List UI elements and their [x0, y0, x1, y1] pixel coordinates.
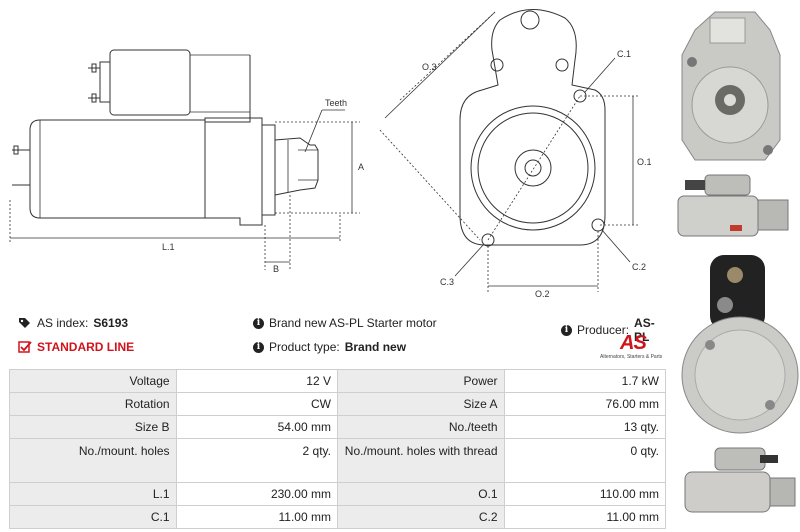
spec-label: O.1	[336, 482, 505, 506]
spec-label: C.1	[9, 505, 177, 529]
as-index-row: AS index: S6193	[18, 316, 128, 330]
spec-label: No./mount. holes	[9, 438, 177, 483]
spec-value: 110.00 mm	[503, 482, 667, 506]
spec-value: 2 qty.	[175, 438, 338, 483]
standard-line-row: STANDARD LINE	[18, 340, 134, 354]
spec-value: 54.00 mm	[175, 415, 338, 439]
table-row: Rotation CW Size A 76.00 mm	[9, 392, 667, 416]
spec-label: Voltage	[9, 369, 177, 393]
spec-value: 1.7 kW	[503, 369, 667, 393]
tag-icon	[19, 318, 30, 328]
label-c1: C.1	[617, 49, 631, 59]
table-row: Voltage 12 V Power 1.7 kW	[9, 369, 667, 393]
photo-front	[670, 0, 800, 165]
spec-value: 230.00 mm	[175, 482, 338, 506]
table-row: Size B 54.00 mm No./teeth 13 qty.	[9, 415, 667, 439]
producer-value: AS-PL	[634, 316, 655, 344]
product-photos	[670, 0, 800, 532]
info-icon: i	[253, 341, 264, 353]
producer-label: Producer:	[577, 323, 630, 337]
spec-label: Size B	[9, 415, 177, 439]
photo-rear	[670, 245, 800, 435]
product-type-label: Product type:	[269, 340, 340, 354]
producer-row: i Producer: AS-PL	[561, 316, 670, 344]
as-pl-logo: AS Alternators, Starters & Parts	[600, 332, 662, 364]
label-o3: O.3	[422, 62, 437, 72]
label-teeth: Teeth	[325, 98, 347, 108]
product-type-value: Brand new	[344, 340, 407, 354]
label-b: B	[273, 264, 279, 274]
label-c2: C.2	[632, 262, 646, 272]
photo-angle	[670, 440, 800, 532]
spec-label: Power	[336, 369, 505, 393]
checkbox-check-icon	[18, 341, 32, 353]
side-view: Teeth A B L.1	[9, 49, 364, 274]
description-text: Brand new AS-PL Starter motor	[269, 316, 437, 330]
spec-value: 11.00 mm	[175, 505, 338, 529]
spec-label: No./mount. holes with thread	[336, 438, 505, 483]
table-row: No./mount. holes 2 qty. No./mount. holes…	[9, 438, 667, 483]
logo-tagline: Alternators, Starters & Parts	[600, 354, 663, 360]
front-view: O.3 C.1 O.1 C.2 C.3 O.2	[379, 9, 652, 299]
label-o1: O.1	[637, 157, 652, 167]
spec-label: Rotation	[9, 392, 177, 416]
spec-value: 0 qty.	[503, 438, 667, 483]
table-row: L.1 230.00 mm O.1 110.00 mm	[9, 482, 667, 506]
spec-label: C.2	[336, 505, 505, 529]
as-index-value: S6193	[93, 316, 129, 330]
spec-value: 12 V	[175, 369, 338, 393]
table-row: C.1 11.00 mm C.2 11.00 mm	[9, 505, 667, 529]
label-a: A	[358, 162, 364, 172]
product-type-row: i Product type: Brand new	[253, 340, 406, 354]
as-index-label: AS index:	[37, 316, 89, 330]
label-l1: L.1	[162, 242, 175, 252]
label-c3: C.3	[440, 277, 454, 287]
description-row: i Brand new AS-PL Starter motor	[253, 316, 437, 330]
spec-label: L.1	[9, 482, 177, 506]
info-icon: i	[561, 324, 572, 336]
spec-value: 13 qty.	[503, 415, 667, 439]
label-o2: O.2	[535, 289, 550, 299]
product-info: AS index: S6193 STANDARD LINE i Brand ne…	[0, 308, 670, 368]
spec-label: Size A	[336, 392, 505, 416]
spec-value: 11.00 mm	[503, 505, 667, 529]
technical-drawing: Teeth A B L.1 O.3 C.	[9, 9, 652, 299]
info-icon: i	[253, 317, 264, 329]
photo-side	[670, 168, 800, 240]
spec-value: CW	[175, 392, 338, 416]
spec-table: Voltage 12 V Power 1.7 kW Rotation CW Si…	[9, 369, 667, 529]
logo-mark: AS	[620, 332, 647, 354]
spec-value: 76.00 mm	[503, 392, 667, 416]
spec-label: No./teeth	[336, 415, 505, 439]
standard-line-label: STANDARD LINE	[37, 340, 135, 354]
